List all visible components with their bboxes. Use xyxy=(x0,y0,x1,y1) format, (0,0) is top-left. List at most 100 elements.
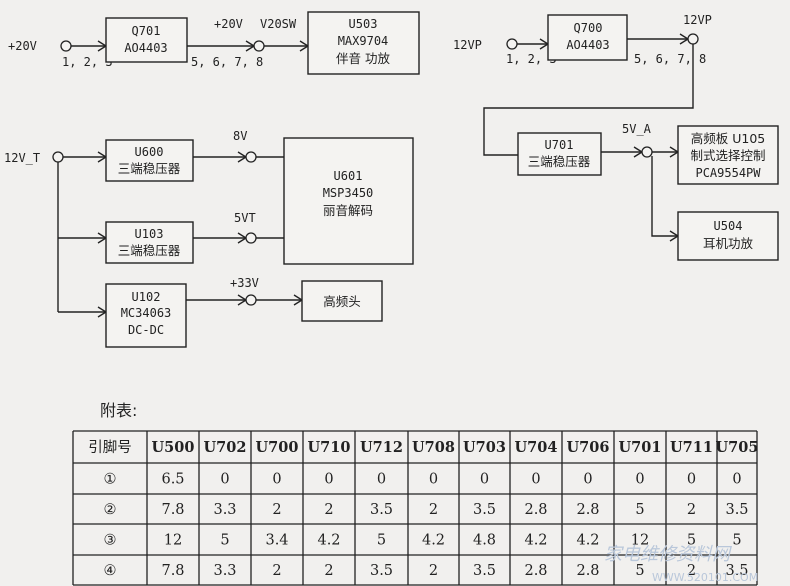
block-q700 xyxy=(547,14,628,61)
table-cell: 3.5 xyxy=(473,502,496,518)
terminal-src-12vp xyxy=(506,38,518,50)
table-cell: 0 xyxy=(429,472,438,488)
table-cell: 5 xyxy=(377,533,386,549)
block-q701 xyxy=(105,17,188,63)
table-cell: 5 xyxy=(687,533,696,549)
terminal-33v xyxy=(245,294,257,306)
table-cell: 3.5 xyxy=(370,563,393,579)
label-v20sw: V20SW xyxy=(260,17,297,31)
u105-line3: PCA9554PW xyxy=(695,166,761,180)
q700-part: AO4403 xyxy=(566,38,609,52)
q700-out-pins: 5, 6, 7, 8 xyxy=(634,52,706,66)
u102-name: U102 xyxy=(132,290,161,304)
block-u103 xyxy=(105,221,194,264)
u103-name: U103 xyxy=(135,227,164,241)
table-cell: 4.2 xyxy=(317,533,340,549)
u504-name: U504 xyxy=(714,219,743,233)
u701-desc: 三端稳压器 xyxy=(528,154,591,169)
table-cell: 2.8 xyxy=(524,563,547,579)
q700-name: Q700 xyxy=(574,21,603,35)
table-cell: 2 xyxy=(272,563,281,579)
block-u102 xyxy=(105,283,187,348)
table-cell: 3.5 xyxy=(370,502,393,518)
table-header-cell: U702 xyxy=(204,439,247,456)
table-header-cell: U710 xyxy=(308,439,351,456)
table-header-cell: U708 xyxy=(412,439,455,456)
table-cell: 4.2 xyxy=(576,533,599,549)
u601-part: MSP3450 xyxy=(323,186,374,200)
watermark-text: 家电维修资料网 xyxy=(604,544,732,565)
label-src-12vp: 12VP xyxy=(453,38,482,52)
table-cell: 0 xyxy=(531,472,540,488)
table-cell: 2 xyxy=(687,563,696,579)
table-header-cell: U705 xyxy=(716,439,759,456)
table-cell: 3.3 xyxy=(213,563,236,579)
table-cell: 0 xyxy=(377,472,386,488)
table-pin-label: ③ xyxy=(104,533,117,549)
q701-out-pins: 5, 6, 7, 8 xyxy=(191,55,263,69)
u503-part: MAX9704 xyxy=(338,34,389,48)
terminal-src-12v-t xyxy=(52,151,64,163)
label-src-12v-t: 12V_T xyxy=(4,151,40,165)
label-33v: +33V xyxy=(230,276,259,290)
u102-part: MC34063 xyxy=(121,306,172,320)
u105-line2: 制式选择控制 xyxy=(690,148,765,163)
table-cell: 0 xyxy=(480,472,489,488)
table-cell: 7.8 xyxy=(161,563,184,579)
u600-name: U600 xyxy=(135,145,164,159)
block-u503 xyxy=(307,11,420,75)
label-src-20v: +20V xyxy=(8,39,37,53)
terminal-5vt xyxy=(245,232,257,244)
u504-desc: 耳机功放 xyxy=(703,236,754,251)
block-u105 xyxy=(677,125,779,185)
q701-part: AO4403 xyxy=(124,41,167,55)
q701-in-pins: 1, 2, 3 xyxy=(62,55,113,69)
block-u600 xyxy=(105,139,194,182)
label-5vt: 5VT xyxy=(234,211,256,225)
table-header-cell: U500 xyxy=(152,439,195,456)
u503-desc: 伴音 功放 xyxy=(336,51,390,66)
table-cell: 2 xyxy=(687,502,696,518)
table-header-cell: U704 xyxy=(515,439,558,456)
u105-line1: 高频板 U105 xyxy=(691,131,765,146)
table-cell: 5 xyxy=(220,533,229,549)
table-header-cell: U700 xyxy=(256,439,299,456)
table-pin-label: ② xyxy=(104,502,117,518)
u503-name: U503 xyxy=(349,17,378,31)
table-header-cell: U701 xyxy=(619,439,662,456)
terminal-5v-a xyxy=(641,146,653,158)
terminal-src-20v xyxy=(60,40,72,52)
table-cell: 5 xyxy=(635,502,644,518)
u701-name: U701 xyxy=(545,138,574,152)
watermark-url: WWW.520101.COM xyxy=(652,571,758,584)
tuner-label: 高频头 xyxy=(323,294,361,309)
table-cell: 2 xyxy=(429,563,438,579)
table-cell: 6.5 xyxy=(161,472,184,488)
table-header-cell: U703 xyxy=(463,439,506,456)
table-cell: 0 xyxy=(324,472,333,488)
table-cell: 0 xyxy=(220,472,229,488)
table-caption: 附表: xyxy=(100,401,137,420)
table-cell: 0 xyxy=(732,472,741,488)
table-cell: 7.8 xyxy=(161,502,184,518)
table-cell: 12 xyxy=(164,533,182,549)
table-cell: 2 xyxy=(324,563,333,579)
label-out-12vp: 12VP xyxy=(683,13,712,27)
table-cell: 3.5 xyxy=(725,502,748,518)
u102-desc: DC-DC xyxy=(128,323,164,337)
q700-in-pins: 1, 2, 3 xyxy=(506,52,557,66)
table-header-cell: U712 xyxy=(360,439,403,456)
terminal-v20sw xyxy=(253,40,265,52)
table-cell: 2.8 xyxy=(524,502,547,518)
u600-desc: 三端稳压器 xyxy=(118,161,181,176)
table-cell: 4.2 xyxy=(524,533,547,549)
label-8v: 8V xyxy=(233,129,247,143)
table-cell: 3.5 xyxy=(473,563,496,579)
table-cell: 3.4 xyxy=(265,533,288,549)
block-u601 xyxy=(283,137,414,265)
q701-name: Q701 xyxy=(132,24,161,38)
table-cell: 2.8 xyxy=(576,502,599,518)
